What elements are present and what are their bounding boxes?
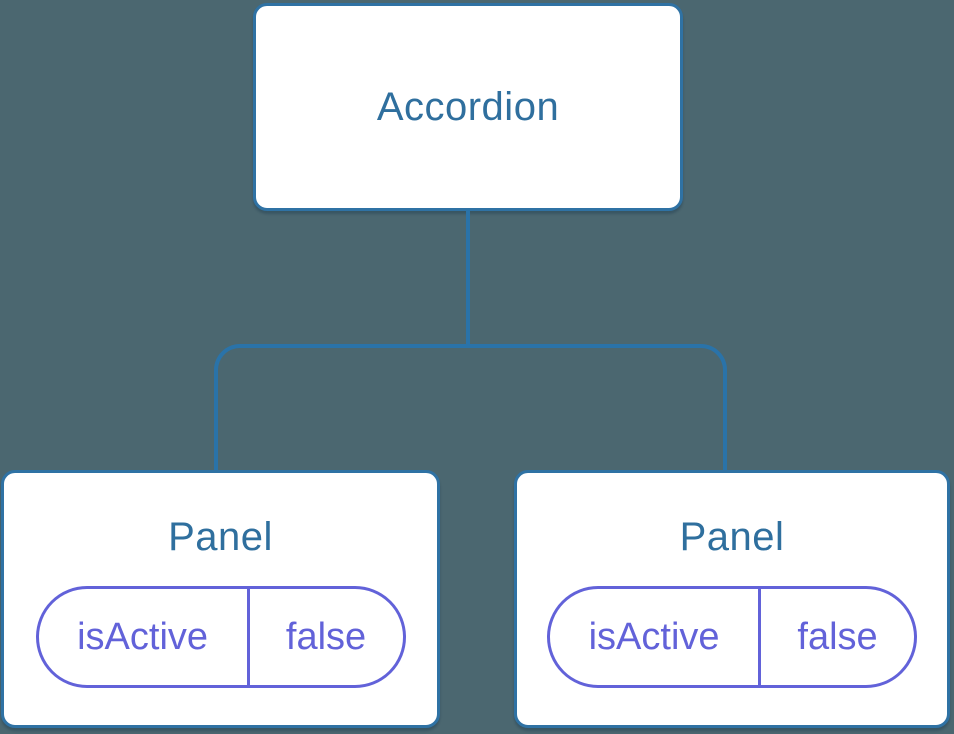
state-pill-value: false xyxy=(285,615,367,658)
accordion-node: Accordion xyxy=(253,3,683,211)
state-pill: isActive false xyxy=(547,586,917,688)
state-pill: isActive false xyxy=(35,586,406,688)
connector-bracket-line xyxy=(214,344,727,472)
state-pill-name: isActive xyxy=(550,589,762,685)
panel-node-right: Panel isActive false xyxy=(514,470,950,728)
state-pill-value: false xyxy=(797,615,878,658)
panel-node-label: Panel xyxy=(679,515,785,559)
connector-stub-line xyxy=(466,209,470,348)
state-pill-name: isActive xyxy=(39,589,250,685)
accordion-node-label: Accordion xyxy=(376,84,560,129)
panel-node-left: Panel isActive false xyxy=(1,470,440,728)
panel-node-label: Panel xyxy=(168,515,273,559)
